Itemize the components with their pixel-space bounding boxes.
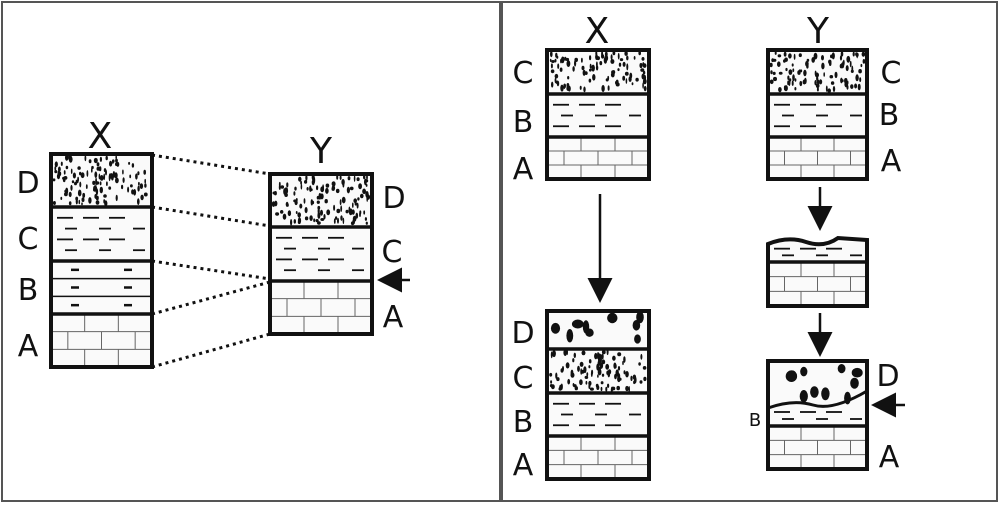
right-x-top-layer-0: [547, 50, 649, 94]
left-x-label-a: A: [18, 329, 39, 364]
left-x-label-d: D: [16, 166, 39, 201]
correlation-line-cb: [151, 259, 271, 281]
left-column-x-layer-3: [51, 314, 152, 367]
right-y-mid-layer-b-bg: [768, 242, 867, 262]
right-x-top-layer-2: [547, 137, 649, 179]
correlation-line-ba: [151, 280, 271, 316]
ry-top-label-c: C: [881, 56, 902, 91]
left-column-x-layer-1: [51, 207, 152, 261]
correlation-lines: [151, 153, 271, 369]
right-y-bottom-erosion-line: [767, 389, 868, 410]
ry-bottom-label-a: A: [879, 440, 900, 475]
right-x-top-layer-1: [547, 94, 649, 137]
left-column-y-layer-0: [270, 174, 372, 227]
correlation-line-top: [151, 153, 271, 176]
right-x-bottom-outline: [545, 309, 651, 481]
rx-top-label-b: B: [513, 105, 534, 140]
left-column-y-outline: [268, 172, 374, 336]
right-y-bottom-layer-b: [768, 405, 867, 426]
right-y-top-layer-2: [768, 137, 867, 179]
left-column-y-layer-2: [270, 281, 372, 334]
left-x-label-b: B: [18, 273, 39, 308]
ry-bottom-label-d: D: [876, 359, 899, 394]
right-y-top-layer-1: [768, 94, 867, 137]
right-y-bottom-outline: [766, 359, 869, 471]
rx-bottom-label-d: D: [511, 316, 534, 351]
right-y-bottom-layer-b-bg: [768, 405, 867, 426]
left-panel-frame: [1, 1, 501, 502]
right-y-bottom-layer-a: [768, 426, 867, 469]
rx-bottom-label-a: A: [513, 448, 534, 483]
ry-top-label-b: B: [879, 98, 900, 133]
rx-bottom-label-c: C: [513, 361, 534, 396]
rx-top-label-a: A: [513, 152, 534, 187]
left-column-x-layer-1-bg: [51, 207, 152, 261]
right-x-bottom-layer-0: [547, 311, 649, 349]
left-column-x-title: X: [88, 116, 113, 157]
right-y-mid-outline: [766, 235, 869, 308]
left-column-x-layer-0: [51, 153, 152, 207]
right-y-mid-layer-b: [768, 242, 867, 262]
right-x-bottom-layer-0-bg: [547, 311, 649, 349]
rx-top-label-c: C: [513, 56, 534, 91]
left-y-label-d: D: [382, 181, 405, 216]
left-x-label-c: C: [18, 222, 39, 257]
left-y-label-c: C: [382, 235, 403, 270]
correlation-line-bottom: [151, 332, 271, 369]
left-column-x-layer-2: [51, 261, 152, 314]
right-x-bottom-layer-2: [547, 393, 649, 436]
left-y-label-a: A: [383, 300, 404, 335]
rx-bottom-label-b: B: [513, 405, 534, 440]
right-column-x-title: X: [585, 11, 610, 52]
right-column-y-title: Y: [806, 11, 830, 52]
right-x-bottom-layer-3: [547, 436, 649, 479]
left-column-y-layer-1-bg: [270, 227, 372, 281]
ry-top-label-a: A: [881, 144, 902, 179]
correlation-line-dc: [151, 205, 271, 228]
ry-bottom-label-b: B: [749, 410, 761, 431]
right-x-top-outline: [545, 48, 651, 181]
right-y-mid-layer-a: [768, 262, 867, 306]
left-column-y-layer-1: [270, 227, 372, 281]
right-y-top-layer-0: [768, 50, 867, 94]
left-column-x-layer-2-bg: [51, 261, 152, 314]
left-column-y-title: Y: [309, 131, 333, 172]
right-x-bottom-layer-1: [547, 348, 649, 393]
right-panel-frame: [501, 1, 998, 502]
right-y-top-outline: [766, 48, 869, 181]
